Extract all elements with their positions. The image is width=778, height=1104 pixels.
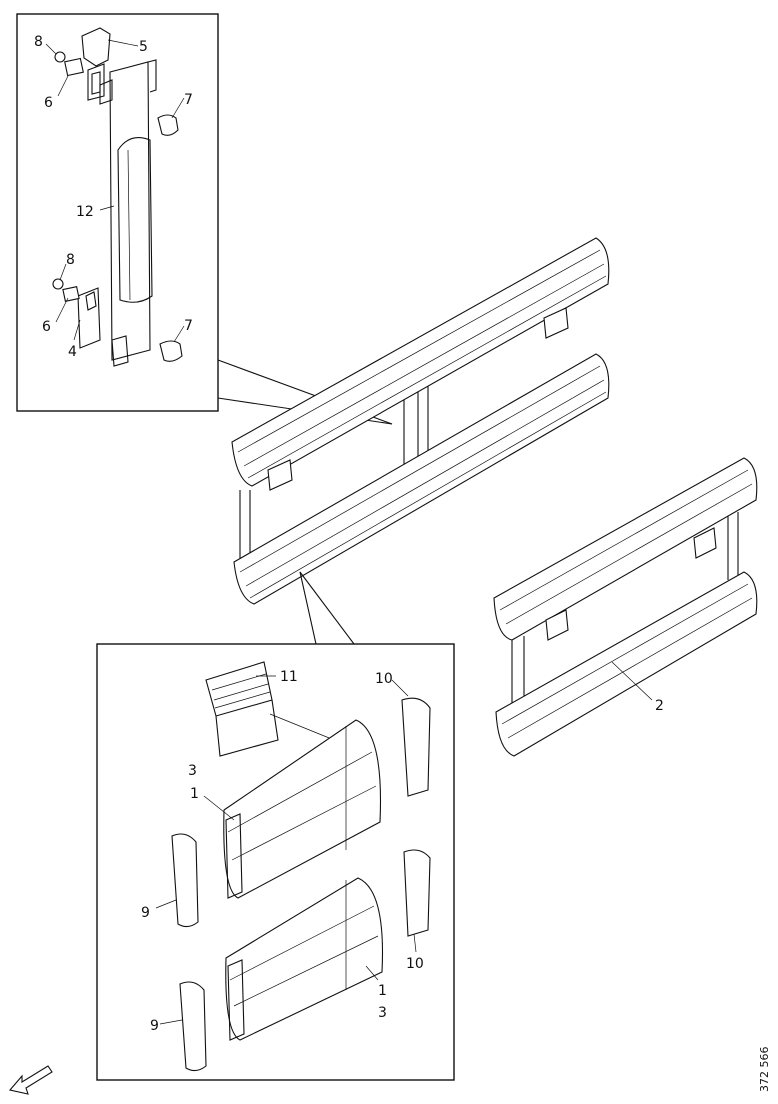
main-bumper-assembly [231, 237, 610, 645]
lower-panel-part [225, 877, 384, 1041]
bottom-bracket-part [77, 287, 101, 349]
callout-10: 10 [406, 956, 424, 972]
callout-1: 1 [190, 786, 199, 802]
end-cap-part [179, 981, 207, 1072]
upper-detail-inset: 8 5 6 7 12 8 6 7 4 [16, 13, 393, 425]
grille-part [205, 661, 345, 757]
top-clip-part [54, 51, 84, 77]
callout-4: 4 [68, 344, 77, 360]
upper-panel-part [223, 719, 382, 899]
callout-12: 12 [76, 204, 94, 220]
top-bracket-part [81, 27, 111, 101]
callout-5: 5 [139, 39, 148, 55]
direction-arrow-icon [8, 1065, 53, 1095]
bottom-clip-part [52, 278, 80, 302]
lower-detail-inset: 11 10 3 1 9 10 1 3 9 [96, 643, 455, 1081]
top-cap-part [157, 114, 179, 136]
figure-id: 372 566 [758, 1047, 771, 1093]
callout-10: 10 [375, 671, 393, 687]
callout-7: 7 [184, 318, 193, 334]
callout-9: 9 [150, 1018, 159, 1034]
callout-9: 9 [141, 905, 150, 921]
end-cap-part [171, 833, 199, 928]
callout-1: 1 [378, 983, 387, 999]
callout-3: 3 [188, 763, 197, 779]
callout-6: 6 [42, 319, 51, 335]
callout-11: 11 [280, 669, 298, 685]
post-part [99, 59, 157, 367]
bottom-cap-part [159, 340, 183, 362]
callout-7: 7 [184, 92, 193, 108]
callout-2: 2 [655, 698, 664, 714]
callout-6: 6 [44, 95, 53, 111]
callout-8: 8 [66, 252, 75, 268]
side-bracket-part [401, 697, 431, 797]
side-bracket-part [403, 849, 431, 937]
callout-8: 8 [34, 34, 43, 50]
callout-3: 3 [378, 1005, 387, 1021]
right-bumper-assembly: 2 [493, 457, 758, 757]
